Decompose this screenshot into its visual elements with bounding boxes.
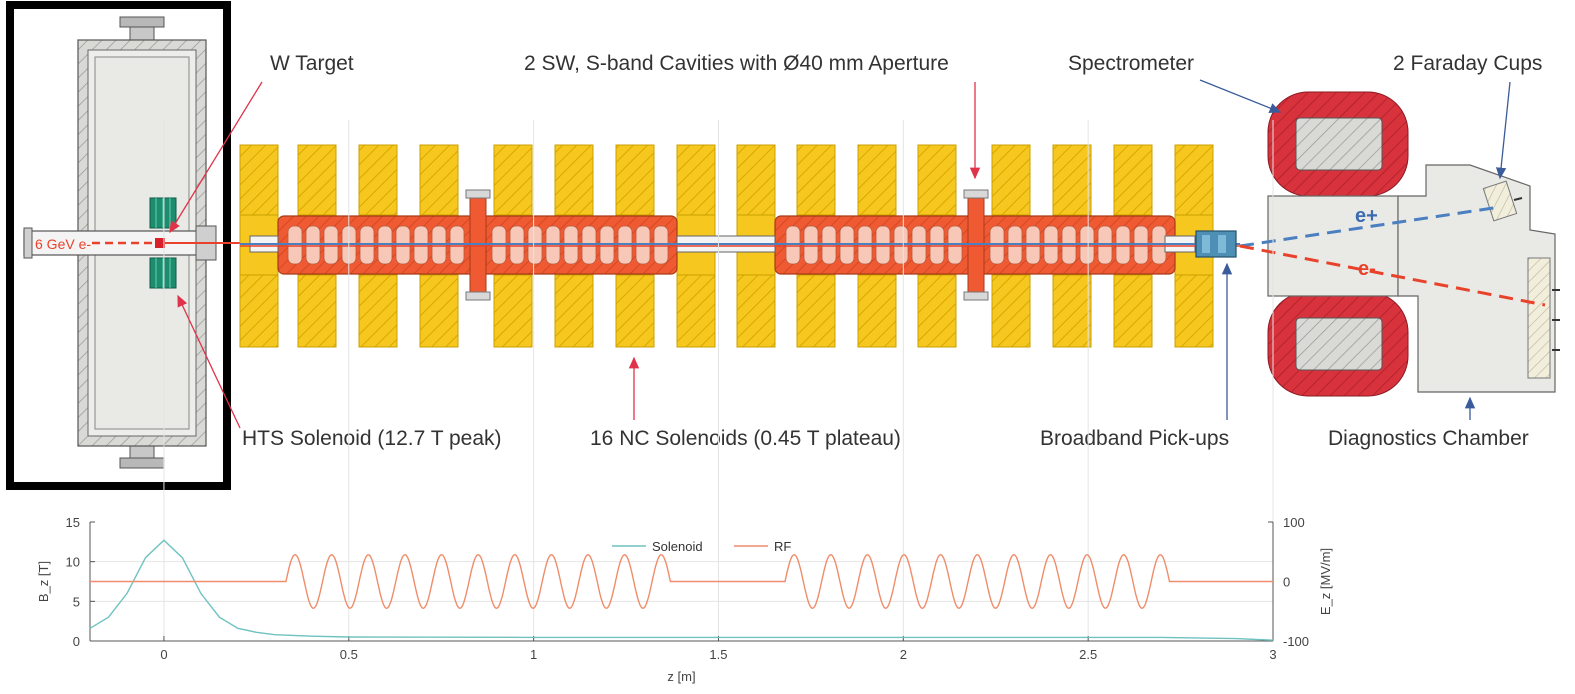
hts-label: HTS Solenoid (12.7 T peak) (242, 427, 502, 450)
electron-beam (1239, 244, 1546, 307)
x-tick-label: 0.5 (340, 647, 358, 662)
nc-label: 16 NC Solenoids (0.45 T plateau) (590, 427, 901, 450)
spectrometer (1267, 91, 1409, 397)
y-left-axis-label: B_z [T] (36, 561, 51, 602)
field-profile-chart: 0 0.5 1 1.5 2 2.5 3 0 5 10 15 -100 0 100 z [m] B_z [T] E… (36, 120, 1333, 684)
x-tick-label: 2.5 (1079, 647, 1097, 662)
cavities-label: 2 SW, S-band Cavities with Ø40 mm Apertu… (524, 52, 949, 75)
capture-linac (239, 144, 1240, 348)
x-tick-label: 1 (530, 647, 537, 662)
electron-label: e- (1358, 258, 1376, 280)
x-tick-label: 1.5 (709, 647, 727, 662)
nc-solenoids (239, 144, 1214, 348)
y-right-tick-label: -100 (1283, 634, 1309, 649)
faraday-label: 2 Faraday Cups (1393, 52, 1542, 75)
chart-axes: 0 0.5 1 1.5 2 2.5 3 0 5 10 15 -100 0 100 z [m] B_z [T] E… (36, 515, 1333, 684)
hts-coil (149, 197, 177, 289)
w-target-block (155, 238, 165, 248)
diagnostics-chamber (1397, 164, 1560, 393)
pickups (1195, 230, 1237, 258)
x-axis-label: z [m] (667, 669, 695, 684)
spectrometer-label: Spectrometer (1068, 52, 1194, 75)
chart-series (89, 539, 1274, 641)
faraday-cup-1 (1482, 180, 1518, 222)
chart-legend: Solenoid RF (612, 539, 791, 554)
w-target-label: W Target (270, 52, 354, 75)
beam-label: 6 GeV e- (35, 236, 91, 252)
legend-rf-label: RF (774, 539, 791, 554)
y-right-tick-label: 100 (1283, 515, 1305, 530)
highlight-frame (6, 1, 231, 490)
hts-cryostat: 6 GeV e- (6, 1, 240, 490)
y-left-tick-label: 15 (66, 515, 80, 530)
pickups-label: Broadband Pick-ups (1040, 427, 1229, 450)
rf-series-line (90, 553, 1273, 610)
y-left-tick-label: 10 (66, 555, 80, 570)
x-tick-label: 0 (160, 647, 167, 662)
y-right-axis-label: E_z [MV/m] (1318, 548, 1333, 615)
legend-solenoid-label: Solenoid (652, 539, 703, 554)
faraday-cup-2 (1527, 257, 1551, 379)
y-left-tick-label: 0 (73, 634, 80, 649)
x-tick-label: 3 (1269, 647, 1276, 662)
solenoid-series-line (89, 539, 1274, 641)
positron-label: e+ (1355, 205, 1378, 227)
annotations: W Target 2 SW, S-band Cavities with Ø40 … (169, 52, 1542, 450)
diagnostics-label: Diagnostics Chamber (1328, 427, 1529, 450)
x-tick-label: 2 (900, 647, 907, 662)
y-left-tick-label: 5 (73, 594, 80, 609)
y-right-tick-label: 0 (1283, 575, 1290, 590)
